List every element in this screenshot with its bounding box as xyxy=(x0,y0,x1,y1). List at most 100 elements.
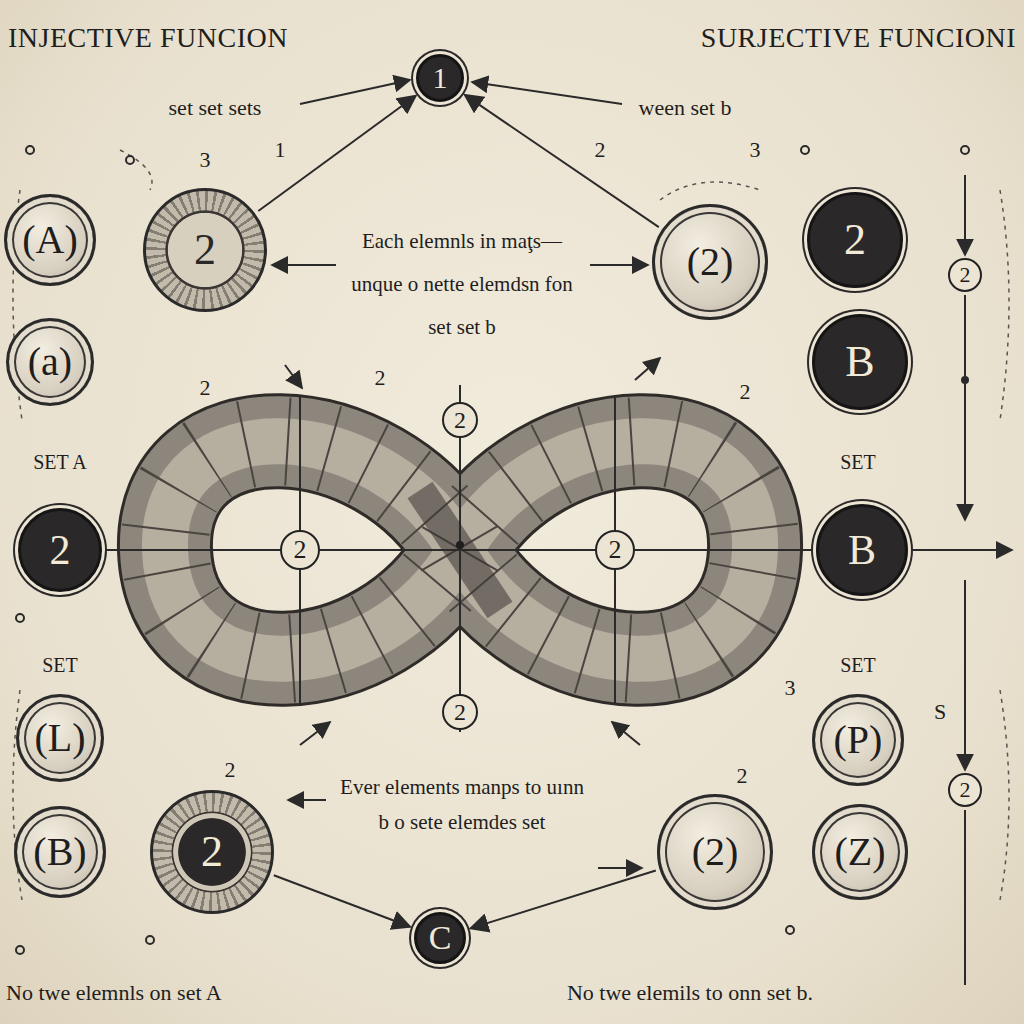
set-element: B xyxy=(816,504,908,596)
set-element: (2) xyxy=(657,794,773,910)
dashed-arc xyxy=(660,182,760,200)
callout-number: 3 xyxy=(750,137,761,162)
connector-arrow xyxy=(471,871,656,929)
set-element: (L) xyxy=(16,694,104,782)
small-dot xyxy=(456,541,464,549)
callout-number: 3 xyxy=(200,147,211,172)
guide-line xyxy=(964,580,966,770)
guide-line xyxy=(964,175,966,255)
small-dot xyxy=(146,936,154,944)
set-element: (a) xyxy=(6,318,94,406)
set-label: SET xyxy=(840,654,876,677)
callout-number: S xyxy=(934,699,946,724)
small-dot xyxy=(961,146,969,154)
set-element: 2 xyxy=(18,508,102,592)
leader-arrow xyxy=(288,799,326,801)
dashed-arc xyxy=(120,150,152,190)
small-dot xyxy=(786,926,794,934)
set-element: (A) xyxy=(4,194,96,286)
leader-arrow xyxy=(285,365,302,388)
leader-arrow xyxy=(300,722,330,745)
heading-text: INJECTIVE FUNCION xyxy=(8,22,288,54)
set-element: 2 xyxy=(807,192,903,288)
note-text: No twe elemnls on set A xyxy=(6,980,222,1005)
node-text: 2 xyxy=(609,537,622,563)
small-dot xyxy=(16,614,24,622)
dashed-arc xyxy=(1000,690,1009,900)
guide-line xyxy=(964,295,966,520)
leader-arrow xyxy=(272,264,336,266)
leader-arrow xyxy=(590,264,648,266)
node-text: (Z) xyxy=(834,832,885,872)
node-text: (L) xyxy=(34,718,85,758)
set-element: (2) xyxy=(652,204,768,320)
node-text: 2 xyxy=(454,700,466,724)
circled-number: 2 xyxy=(948,773,983,808)
heading-text: SURJECTIVE FUNCIONI xyxy=(701,22,1016,54)
node-text: 2 xyxy=(959,264,970,286)
node-text: 2 xyxy=(50,529,71,571)
callout-number: 2 xyxy=(595,137,606,162)
small-dot xyxy=(801,146,809,154)
set-label: SET xyxy=(840,451,876,474)
small-dot xyxy=(26,146,34,154)
leader-arrow xyxy=(598,867,642,869)
node-text: (P) xyxy=(834,720,883,760)
small-dot xyxy=(16,946,24,954)
note-text: set set sets xyxy=(169,95,262,120)
node-text: 2 xyxy=(844,218,866,262)
dashed-arc xyxy=(1000,190,1009,420)
note-text: ween set b xyxy=(639,95,732,120)
set-label: SET xyxy=(42,654,78,677)
callout-number: 2 xyxy=(737,763,748,788)
node-text: (a) xyxy=(28,342,72,382)
node-text: 2 xyxy=(959,779,970,801)
node-text: (A) xyxy=(22,220,78,260)
connector-arrow xyxy=(274,875,410,926)
node-text: 2 xyxy=(201,830,223,874)
leader-arrow xyxy=(612,722,640,745)
callout-number: 2 xyxy=(200,375,211,400)
callout-number: 2 xyxy=(375,365,386,390)
callout-number: 1 xyxy=(275,137,286,162)
callout-number: 3 xyxy=(785,675,796,700)
number-circle: C xyxy=(414,912,466,964)
description-text: Each elemnls in maţs—unque o nette elemd… xyxy=(342,220,582,349)
node-text: 2 xyxy=(194,228,216,272)
node-text: 2 xyxy=(294,537,307,563)
node-text: 2 xyxy=(454,408,466,432)
set-element: (Z) xyxy=(812,804,908,900)
note-text: No twe elemils to onn set b. xyxy=(567,980,813,1005)
node-text: (2) xyxy=(692,832,739,872)
set-element: B xyxy=(812,314,908,410)
number-circle: 1 xyxy=(416,54,464,102)
set-element: (B) xyxy=(14,806,106,898)
description-text: Ever elements manps to uınn b o sete ele… xyxy=(337,770,587,839)
connector-arrow xyxy=(258,96,416,211)
leader-arrow xyxy=(472,82,622,104)
circled-number: 2 xyxy=(442,694,479,731)
node-text: B xyxy=(845,340,874,384)
textured-element: 2 xyxy=(143,188,267,312)
connector-arrow xyxy=(465,95,659,227)
small-dot xyxy=(126,156,134,164)
textured-element: 2 xyxy=(150,790,274,914)
node-text: 1 xyxy=(433,63,448,93)
leader-arrow xyxy=(635,358,660,380)
set-element: (P) xyxy=(812,694,904,786)
circled-number: 2 xyxy=(280,530,320,570)
node-text: C xyxy=(429,921,452,955)
circled-number: 2 xyxy=(595,530,635,570)
guide-line xyxy=(964,810,966,985)
node-text: (B) xyxy=(33,832,86,872)
circled-number: 2 xyxy=(442,402,479,439)
small-dot xyxy=(961,376,969,384)
set-label: SET A xyxy=(33,451,87,474)
leader-arrow xyxy=(300,80,410,104)
node-text: (2) xyxy=(687,242,734,282)
node-text: B xyxy=(848,529,876,571)
callout-number: 2 xyxy=(225,757,236,782)
callout-number: 2 xyxy=(740,379,751,404)
circled-number: 2 xyxy=(948,258,983,293)
